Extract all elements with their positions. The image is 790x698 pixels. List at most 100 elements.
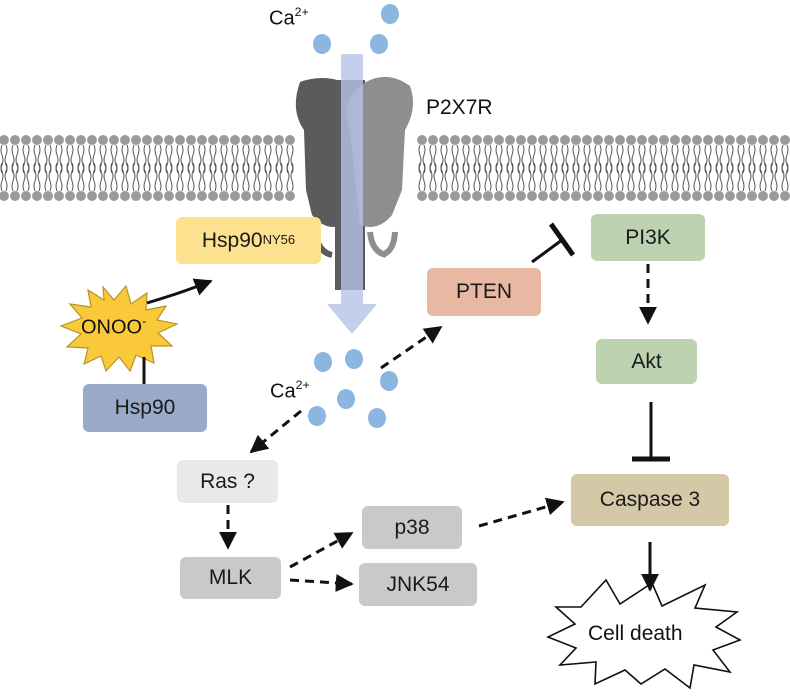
lipid-tail xyxy=(209,162,213,192)
lipid-head xyxy=(87,135,97,145)
lipid-tail xyxy=(532,162,536,192)
lipid-tail xyxy=(763,162,767,192)
lipid-tail xyxy=(455,162,459,192)
calcium-ion xyxy=(380,371,398,391)
lipid-head xyxy=(549,135,559,145)
lipid-tail xyxy=(719,162,723,192)
lipid-tail xyxy=(70,162,74,192)
lipid-head xyxy=(670,135,680,145)
lipid-tail xyxy=(88,162,92,192)
lipid-head xyxy=(758,135,768,145)
lipid-tail xyxy=(26,162,30,192)
lipid-tail xyxy=(198,162,202,192)
lipid-tail xyxy=(121,162,125,192)
lipid-tail xyxy=(708,162,712,192)
lipid-head xyxy=(560,191,570,201)
lipid-tail xyxy=(290,162,294,192)
lipid-tail xyxy=(235,162,239,192)
lipid-tail xyxy=(774,162,778,192)
lipid-tail xyxy=(33,162,37,192)
lipid-head xyxy=(417,191,427,201)
lipid-tail xyxy=(444,162,448,192)
lipid-head xyxy=(648,191,658,201)
connections xyxy=(142,222,670,592)
lipid-head xyxy=(285,191,295,201)
lipid-tail xyxy=(726,162,730,192)
p2x7-receptor-icon xyxy=(295,76,414,290)
lipid-tail xyxy=(506,162,510,192)
lipid-head xyxy=(153,191,163,201)
lipid-head xyxy=(659,191,669,201)
lipid-tail xyxy=(686,162,690,192)
lipid-tail xyxy=(191,162,195,192)
lipid-tail xyxy=(473,162,477,192)
lipid-head xyxy=(604,135,614,145)
lipid-head xyxy=(428,135,438,145)
lipid-head xyxy=(186,191,196,201)
lipid-head xyxy=(549,191,559,201)
lipid-head xyxy=(164,135,174,145)
lipid-head xyxy=(32,135,42,145)
lipid-head xyxy=(230,135,240,145)
lipid-tail xyxy=(715,162,719,192)
lipid-tail xyxy=(418,162,422,192)
lipid-head xyxy=(186,135,196,145)
inhibition-pten-to-pi3k xyxy=(531,238,563,264)
lipid-tail xyxy=(158,162,162,192)
lipid-head xyxy=(505,191,515,201)
lipid-tail xyxy=(730,162,734,192)
lipid-tail xyxy=(154,162,158,192)
lipid-tail xyxy=(433,162,437,192)
lipid-tail xyxy=(55,162,59,192)
lipid-tail xyxy=(202,162,206,192)
pi3k-node: PI3K xyxy=(591,214,705,261)
lipid-head xyxy=(483,135,493,145)
lipid-head xyxy=(428,191,438,201)
cell-death-burst-icon xyxy=(546,578,742,690)
lipid-tail xyxy=(521,162,525,192)
lipid-tail xyxy=(477,162,481,192)
lipid-tail xyxy=(466,162,470,192)
lipid-head xyxy=(747,191,757,201)
lipid-head xyxy=(175,191,185,201)
lipid-tail xyxy=(429,162,433,192)
lipid-head xyxy=(769,135,779,145)
lipid-tail xyxy=(605,162,609,192)
lipid-tail xyxy=(583,162,587,192)
lipid-head xyxy=(109,191,119,201)
lipid-head xyxy=(637,135,647,145)
lipid-head xyxy=(703,191,713,201)
lipid-tail xyxy=(231,162,235,192)
lipid-tail xyxy=(587,162,591,192)
lipid-tail xyxy=(510,162,514,192)
lipid-tail xyxy=(660,162,664,192)
lipid-tail xyxy=(37,162,41,192)
lipid-tail xyxy=(737,162,741,192)
calcium-influx-arrow xyxy=(327,54,377,334)
lipid-head xyxy=(659,135,669,145)
caspase3-node: Caspase 3 xyxy=(571,474,729,526)
lipid-tail xyxy=(649,162,653,192)
lipid-tail xyxy=(253,162,257,192)
arrow-ca-to-ras xyxy=(249,409,302,454)
lipid-head xyxy=(197,191,207,201)
lipid-head xyxy=(692,191,702,201)
lipid-tail xyxy=(642,162,646,192)
lipid-tail xyxy=(422,162,426,192)
lipid-tail xyxy=(785,162,789,192)
lipid-head xyxy=(571,191,581,201)
lipid-head xyxy=(692,135,702,145)
calcium-label-mid: Ca2+ xyxy=(270,377,310,403)
calcium-label-top: Ca2+ xyxy=(269,4,309,30)
lipid-head xyxy=(758,191,768,201)
lipid-head xyxy=(681,191,691,201)
lipid-head xyxy=(747,135,757,145)
lipid-tail xyxy=(627,162,631,192)
lipid-head xyxy=(274,191,284,201)
mlk-node: MLK xyxy=(180,557,281,599)
lipid-head xyxy=(208,191,218,201)
lipid-head xyxy=(263,191,273,201)
lipid-head xyxy=(32,191,42,201)
lipid-tail xyxy=(275,162,279,192)
lipid-head xyxy=(153,135,163,145)
